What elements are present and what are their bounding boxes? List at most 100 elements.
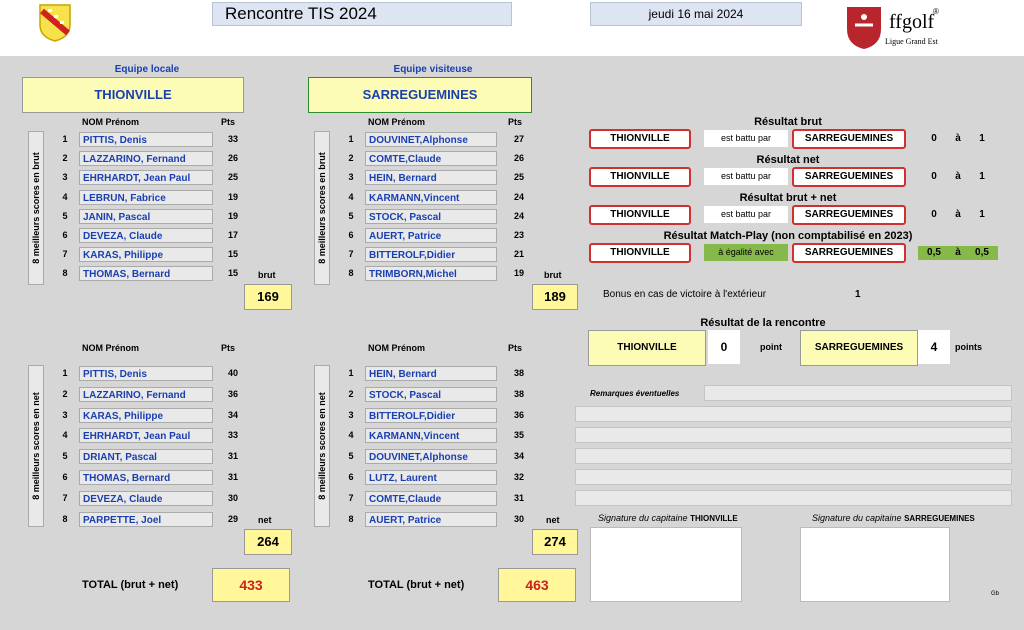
- player-points: 31: [227, 451, 238, 461]
- player-name[interactable]: COMTE,Claude: [365, 491, 497, 506]
- row-number: 4: [348, 192, 354, 202]
- local-team-name: THIONVILLE: [22, 77, 244, 113]
- player-name[interactable]: DOUVINET,Alphonse: [365, 449, 497, 464]
- sig-local-box[interactable]: [590, 527, 742, 602]
- ffgolf-shield-icon: [847, 7, 881, 49]
- result-match-right: SARREGUEMINES: [792, 243, 906, 263]
- visitor-grand-total: 463: [498, 568, 576, 602]
- row-number: 6: [348, 230, 354, 240]
- player-name[interactable]: PITTIS, Denis: [79, 132, 213, 147]
- remarks-field[interactable]: [575, 469, 1012, 485]
- remarks-field[interactable]: [575, 448, 1012, 464]
- row-number: 3: [348, 172, 354, 182]
- visitor-brut-col-pts: Pts: [508, 117, 523, 127]
- player-points: 38: [513, 389, 524, 399]
- player-name[interactable]: AUERT, Patrice: [365, 512, 497, 527]
- player-points: 40: [227, 368, 238, 378]
- sig-local-team: THIONVILLE: [690, 514, 738, 523]
- player-name[interactable]: STOCK, Pascal: [365, 209, 497, 224]
- row-number: 5: [62, 451, 68, 461]
- visitor-team-name[interactable]: SARREGUEMINES: [308, 77, 532, 113]
- result-brut-right: SARREGUEMINES: [792, 129, 906, 149]
- player-name[interactable]: STOCK, Pascal: [365, 387, 497, 402]
- visitor-brut-col-name: NOM Prénom: [368, 117, 426, 127]
- player-name[interactable]: KARAS, Philippe: [79, 408, 213, 423]
- player-name[interactable]: LUTZ, Laurent: [365, 470, 497, 485]
- row-number: 6: [62, 230, 68, 240]
- row-number: 1: [348, 368, 354, 378]
- sig-local-label: Signature du capitaine THIONVILLE: [598, 513, 738, 523]
- player-name[interactable]: JANIN, Pascal: [79, 209, 213, 224]
- local-net-side-label: 8 meilleurs scores en net: [28, 365, 44, 527]
- row-number: 7: [62, 249, 68, 259]
- row-number: 6: [348, 472, 354, 482]
- player-name[interactable]: LAZZARINO, Fernand: [79, 387, 213, 402]
- player-name[interactable]: BITTEROLF,Didier: [365, 408, 497, 423]
- local-brut-label: brut: [258, 270, 276, 280]
- sig-visitor-box[interactable]: [800, 527, 950, 602]
- final-right-team: SARREGUEMINES: [800, 330, 918, 366]
- remarks-field[interactable]: [575, 427, 1012, 443]
- player-name[interactable]: LAZZARINO, Fernand: [79, 151, 213, 166]
- player-name[interactable]: PITTIS, Denis: [79, 366, 213, 381]
- final-left-points: 0: [708, 330, 740, 364]
- result-brut-left: THIONVILLE: [589, 129, 691, 149]
- player-points: 23: [513, 230, 524, 240]
- local-grand-total: 433: [212, 568, 290, 602]
- player-name[interactable]: KARMANN,Vincent: [365, 428, 497, 443]
- player-name[interactable]: THOMAS, Bernard: [79, 470, 213, 485]
- local-brut-total: 169: [244, 284, 292, 310]
- sig-visitor-label: Signature du capitaine SARREGUEMINES: [812, 513, 975, 523]
- player-points: 33: [227, 134, 238, 144]
- result-match-left: THIONVILLE: [589, 243, 691, 263]
- player-name[interactable]: PARPETTE, Joel: [79, 512, 213, 527]
- player-name[interactable]: HEIN, Bernard: [365, 366, 497, 381]
- player-name[interactable]: LEBRUN, Fabrice: [79, 190, 213, 205]
- row-number: 1: [62, 134, 68, 144]
- player-name[interactable]: BITTEROLF,Didier: [365, 247, 497, 262]
- result-brutnet-score-right: 1: [979, 209, 985, 220]
- player-points: 33: [227, 430, 238, 440]
- remarks-field[interactable]: [704, 385, 1012, 401]
- player-points: 30: [513, 514, 524, 524]
- result-match-score-right: 0,5: [966, 246, 998, 260]
- final-points-label: points: [955, 342, 982, 352]
- row-number: 5: [62, 211, 68, 221]
- visitor-brut-side-label: 8 meilleurs scores en brut: [314, 131, 330, 285]
- player-name[interactable]: COMTE,Claude: [365, 151, 497, 166]
- remarks-field[interactable]: [575, 490, 1012, 506]
- result-net-title: Résultat net: [756, 154, 820, 166]
- result-brut-score-right: 1: [979, 133, 985, 144]
- page-title: Rencontre TIS 2024: [212, 2, 512, 26]
- result-brut-title: Résultat brut: [754, 116, 822, 128]
- remarks-field[interactable]: [575, 406, 1012, 422]
- player-name[interactable]: HEIN, Bernard: [365, 170, 497, 185]
- player-name[interactable]: DOUVINET,Alphonse: [365, 132, 497, 147]
- result-match-score-left: 0,5: [918, 246, 950, 260]
- player-name[interactable]: DRIANT, Pascal: [79, 449, 213, 464]
- player-name[interactable]: AUERT, Patrice: [365, 228, 497, 243]
- result-net-score-left: 0: [931, 171, 937, 182]
- player-name[interactable]: EHRHARDT, Jean Paul: [79, 170, 213, 185]
- row-number: 3: [62, 410, 68, 420]
- final-left-team: THIONVILLE: [588, 330, 706, 366]
- ffgolf-logo-sub: Ligue Grand Est: [885, 37, 938, 46]
- player-points: 25: [227, 172, 238, 182]
- result-net-score-right: 1: [979, 171, 985, 182]
- player-name[interactable]: THOMAS, Bernard: [79, 266, 213, 281]
- row-number: 8: [62, 514, 68, 524]
- visitor-net-side-label: 8 meilleurs scores en net: [314, 365, 330, 527]
- row-number: 2: [348, 153, 354, 163]
- visitor-net-col-name: NOM Prénom: [368, 343, 426, 353]
- visitor-team-caption: Equipe visiteuse: [393, 64, 473, 75]
- row-number: 7: [348, 249, 354, 259]
- player-name[interactable]: KARMANN,Vincent: [365, 190, 497, 205]
- player-name[interactable]: KARAS, Philippe: [79, 247, 213, 262]
- player-name[interactable]: DEVEZA, Claude: [79, 228, 213, 243]
- player-name[interactable]: EHRHARDT, Jean Paul: [79, 428, 213, 443]
- row-number: 7: [348, 493, 354, 503]
- player-name[interactable]: DEVEZA, Claude: [79, 491, 213, 506]
- player-name[interactable]: TRIMBORN,Michel: [365, 266, 497, 281]
- visitor-brut-total: 189: [532, 284, 578, 310]
- footer-mark: Gb: [991, 591, 1000, 597]
